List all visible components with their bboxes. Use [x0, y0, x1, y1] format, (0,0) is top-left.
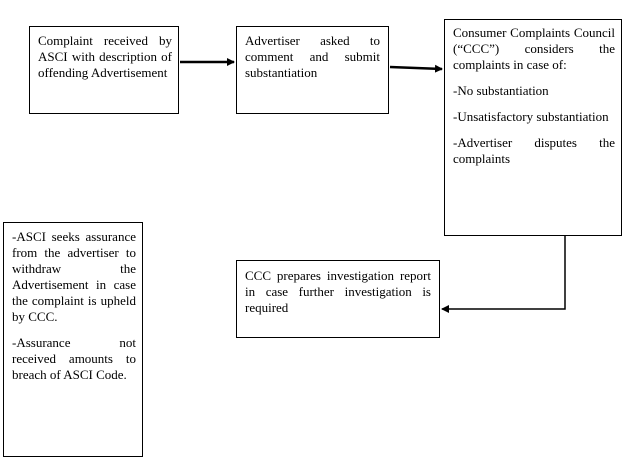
ccc-investigation-text: CCC prepares investigation report in cas…	[245, 268, 431, 315]
asci-seeks-assurance-text: -ASCI seeks assurance from the advertise…	[12, 229, 136, 324]
complaint-received-text: Complaint received by ASCI with descript…	[38, 33, 172, 80]
ccc-case-no-substantiation: -No substantiation	[453, 83, 549, 98]
ccc-considers-intro: Consumer Complaints Council (“CCC”) cons…	[453, 25, 615, 72]
ccc-considers-box: Consumer Complaints Council (“CCC”) cons…	[444, 19, 622, 236]
asci-assurance-box: -ASCI seeks assurance from the advertise…	[3, 222, 143, 457]
ccc-case-disputes: -Advertiser disputes the complaints	[453, 135, 615, 166]
advertiser-asked-box: Advertiser asked to comment and submit s…	[236, 26, 389, 114]
complaint-received-box: Complaint received by ASCI with descript…	[29, 26, 179, 114]
advertiser-asked-text: Advertiser asked to comment and submit s…	[245, 33, 380, 80]
ccc-investigation-box: CCC prepares investigation report in cas…	[236, 260, 440, 338]
ccc-case-unsatisfactory: -Unsatisfactory substantiation	[453, 109, 609, 124]
assurance-breach-text: -Assurance not received amounts to breac…	[12, 335, 136, 382]
arrow-ccc-to-investigation	[441, 236, 566, 313]
arrow-advertiser-to-ccc	[389, 64, 443, 73]
